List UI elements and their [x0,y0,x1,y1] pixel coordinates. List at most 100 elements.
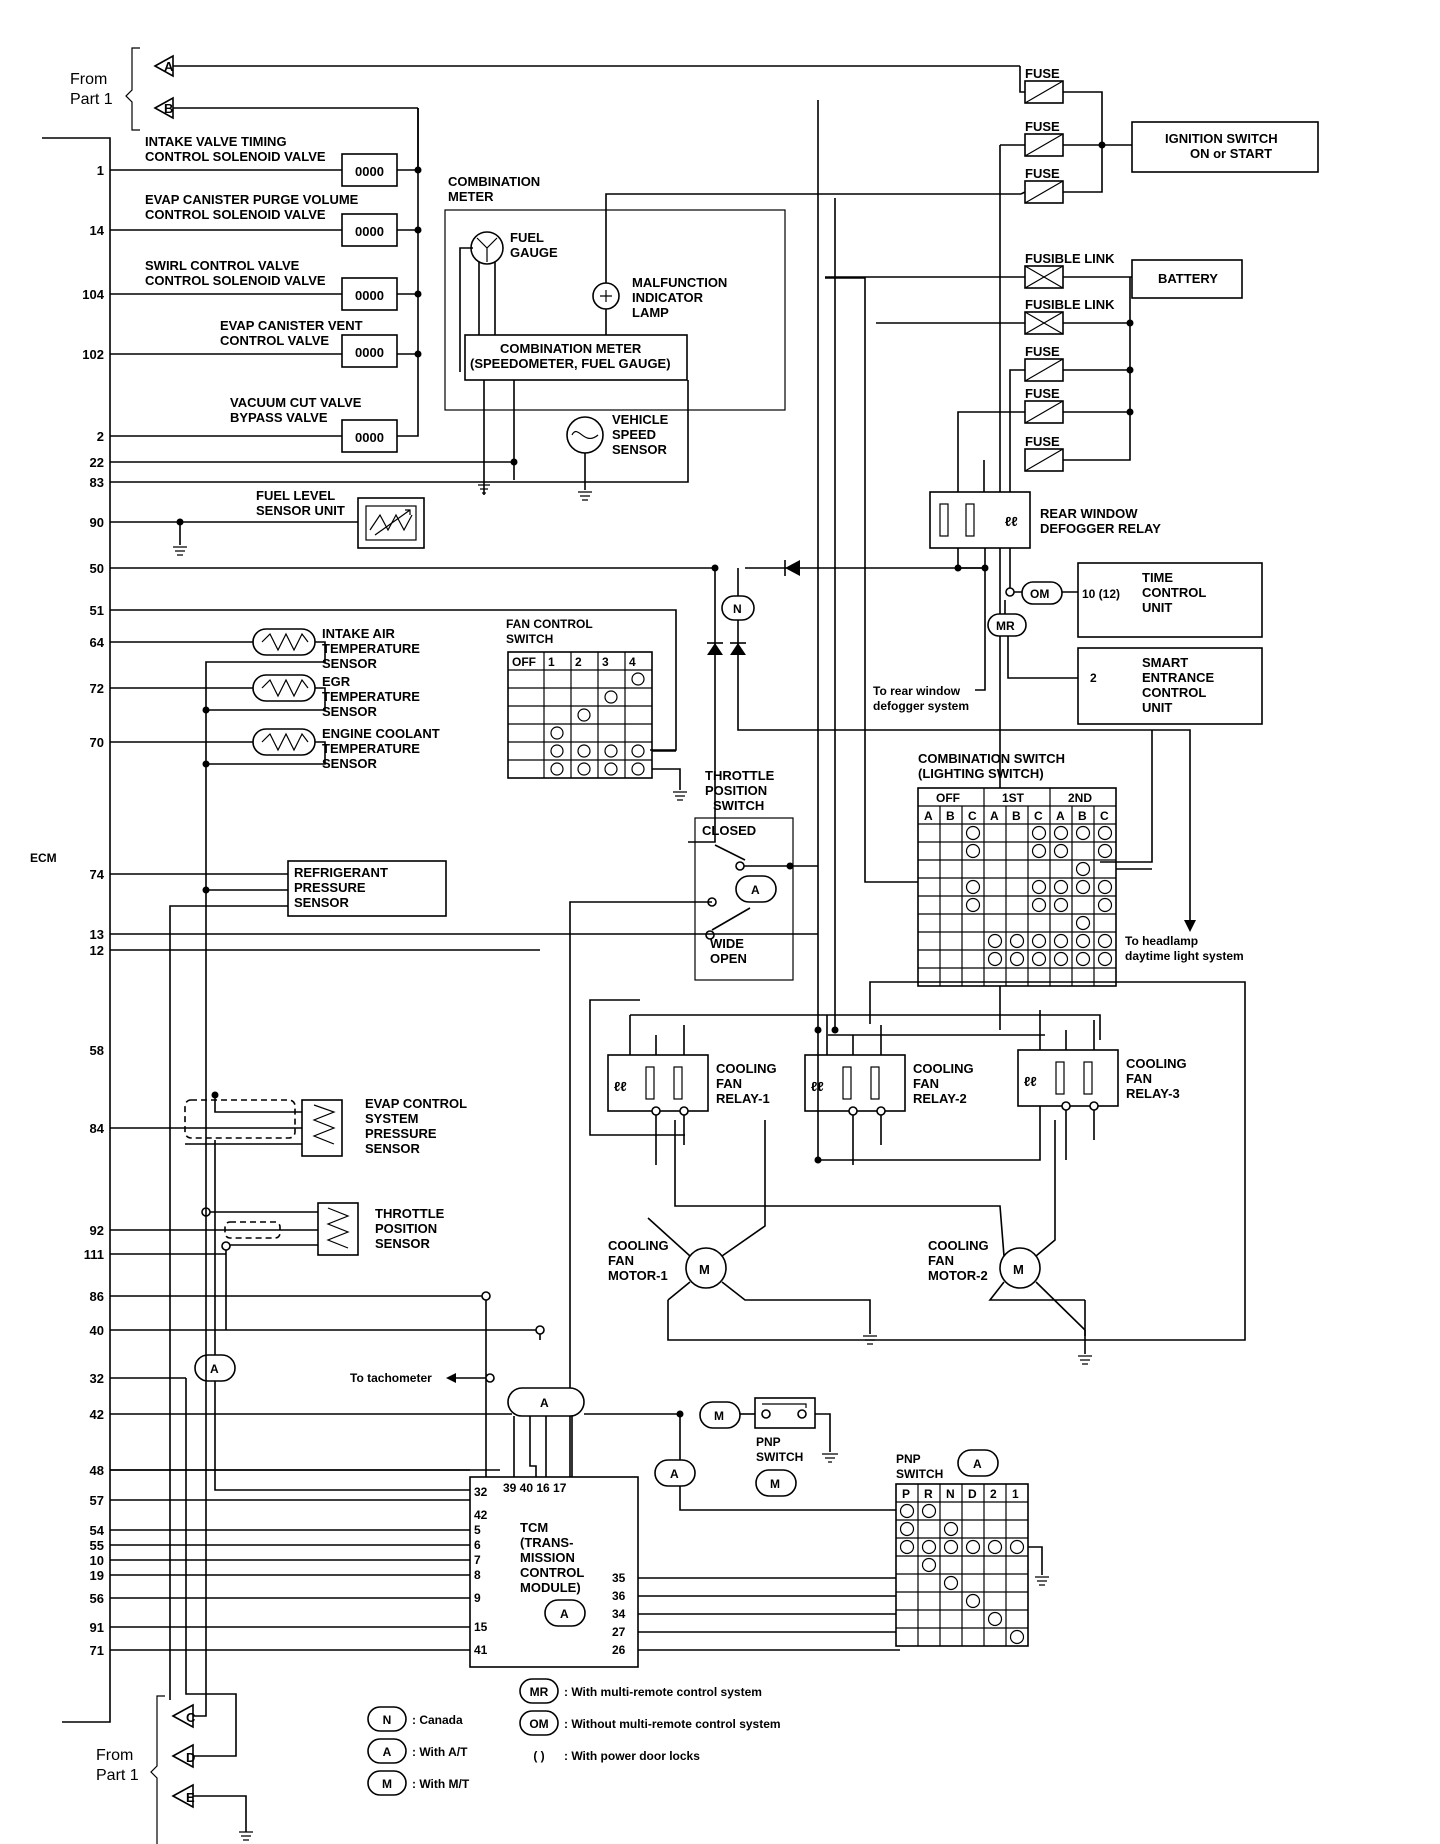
legend-badge-MR [519,1678,559,1704]
comb-switch-label-1: COMBINATION SWITCH [918,751,1065,766]
ecm-pin-22: 22 [90,455,104,470]
comb-switch-group-0: OFF [936,791,960,805]
fan-switch-col-4: 4 [629,655,636,669]
combination-meter: COMBINATION METER FUEL GAUGE MALFUNCTION… [110,174,1021,501]
motor-1-label-1: COOLING [608,1238,669,1253]
pnp-col-R: R [924,1487,933,1501]
evap-purge-label-2: CONTROL SOLENOID VALVE [145,207,326,222]
mil-label-2: INDICATOR [632,290,704,305]
relay-2-label-1: FAN [913,1076,939,1091]
svg-text:0000: 0000 [355,288,384,303]
smart-entrance-label-2: ENTRANCE [1142,670,1215,685]
fuse-label-5: FUSE [1025,344,1060,359]
tp-wide-label: WIDE [710,936,744,951]
throttle-position-switch: THROTTLE POSITION SWITCH CLOSED A WIDE O… [110,768,818,1485]
tps-label-3: SENSOR [375,1236,431,1251]
m-badge-pnp-switch [755,1469,797,1497]
ecm-pin-56: 56 [90,1591,104,1606]
legend-text-1: : With A/T [412,1745,468,1759]
motor-2-icon [999,1247,1041,1289]
ecm-pin-10: 10 [90,1553,104,1568]
tcm-label-3: MISSION [520,1550,575,1565]
diode-network: N [110,564,1196,932]
svg-text:M: M [382,1777,392,1791]
to-tachometer-label: To tachometer [350,1371,432,1385]
svg-text:0000: 0000 [355,224,384,239]
ect-label-1: ENGINE COOLANT [322,726,440,741]
mr-badge [987,613,1027,637]
comb-meter-inner-label-2: (SPEEDOMETER, FUEL GAUGE) [470,356,671,371]
evap-vent-label-1: EVAP CANISTER VENT [220,318,363,333]
pnp-m-label-2: SWITCH [756,1450,803,1464]
evap-pressure-label-2: SYSTEM [365,1111,418,1126]
tcm-top-pins: 39 40 16 17 [503,1481,567,1495]
smart-entrance-label-1: SMART [1142,655,1188,670]
control-units: OM MR 10 (12) TIME CONTROL UNIT 2 SMART … [873,562,1263,725]
svg-text:M: M [714,1409,724,1423]
a-badge-tcm [544,1599,586,1627]
motor-1-label-2: FAN [608,1253,634,1268]
from-part-top-label-1: From [70,71,107,88]
evap-pressure-shield [184,1099,296,1139]
pnp-col-2: 2 [990,1487,997,1501]
tcm-label-5: MODULE) [520,1580,581,1595]
from-part-bottom-label-1: From [96,1747,133,1764]
tcm-pin-41: 41 [474,1643,488,1657]
tcm-pin-15: 15 [474,1620,488,1634]
fuse-label-2: FUSE [1025,166,1060,181]
evap-pressure-label-1: EVAP CONTROL [365,1096,467,1111]
ecm-pin-1: 1 [97,163,104,178]
svg-text:D: D [186,1750,195,1765]
time-control-label-1: TIME [1142,570,1173,585]
tcm-pin-7: 7 [474,1553,481,1567]
vss-label-2: SPEED [612,427,656,442]
smart-entrance-label-3: CONTROL [1142,685,1206,700]
mil-label-3: LAMP [632,305,669,320]
evap-pressure-label-3: PRESSURE [365,1126,437,1141]
relay-3-label-0: COOLING [1126,1056,1187,1071]
svg-text:C: C [186,1710,196,1725]
motor-2-label-1: COOLING [928,1238,989,1253]
ecm-pin-111: 111 [84,1247,104,1262]
fan-switch-col-1: 1 [548,655,555,669]
vss-label-3: SENSOR [612,442,668,457]
connector-b-top-label: B [164,101,173,116]
comb-meter-label-2: METER [448,189,494,204]
tp-switch-label-2: POSITION [705,783,767,798]
ecm-pin-55: 55 [90,1538,104,1553]
comb-meter-box [444,209,786,411]
tcm-pin-27: 27 [612,1625,626,1639]
comb-switch-col-7: B [1078,809,1087,823]
relay-1-label-0: COOLING [716,1061,777,1076]
cooling-fan-motors: M COOLING FAN MOTOR-1 M COOLING FAN MOTO… [608,981,1246,1365]
comb-switch-col-5: C [1034,809,1043,823]
pnp-col-P: P [902,1487,910,1501]
intake-air-label-1: INTAKE AIR [322,626,396,641]
tcm-pin-9: 9 [474,1591,481,1605]
smart-entrance-pin: 2 [1090,671,1097,685]
vac-cut-label-1: VACUUM CUT VALVE [230,395,362,410]
comb-switch-label-2: (LIGHTING SWITCH) [918,766,1044,781]
ecm-pin-104: 104 [82,287,104,302]
legend-text-4: : Without multi-remote control system [564,1717,781,1731]
svg-text:MR: MR [996,619,1015,633]
fuel-level-sensor: FUEL LEVEL SENSOR UNIT [110,488,425,556]
swirl-coil [341,277,398,311]
ecm-pin-50: 50 [90,561,104,576]
refrigerant-label-3: SENSOR [294,895,350,910]
comb-meter-inner-label-1: COMBINATION METER [500,341,642,356]
ecm-pin-72: 72 [90,681,104,696]
fan-switch-label-1: FAN CONTROL [506,617,593,631]
svg-text:ℓℓ: ℓℓ [614,1079,627,1094]
smart-entrance-box [1077,647,1263,725]
egr-temp-label-1: EGR [322,674,351,689]
ivt-valve-label-2: CONTROL SOLENOID VALVE [145,149,326,164]
ecm-pin-92: 92 [90,1223,104,1238]
svg-text:ℓℓ: ℓℓ [1024,1074,1037,1089]
svg-text:0000: 0000 [355,430,384,445]
legend-text-3: : With multi-remote control system [564,1685,762,1699]
to-headlamp-2: daytime light system [1125,949,1244,963]
from-part-top-label-2: Part 1 [70,91,113,108]
